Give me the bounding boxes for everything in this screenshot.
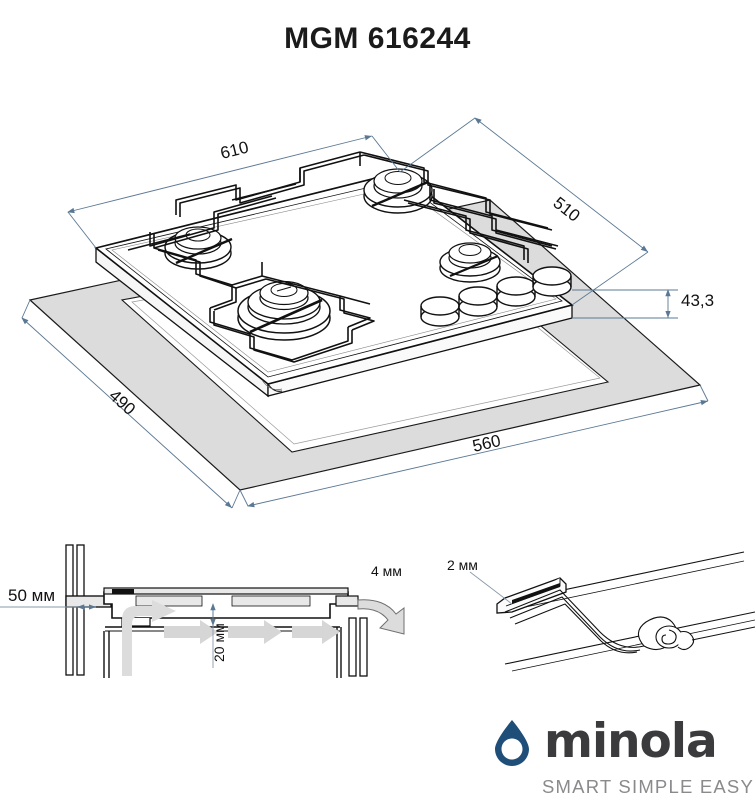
knob-1[interactable]: [420, 296, 460, 327]
brand-tagline: SMART SIMPLE EASY: [542, 776, 754, 797]
brand-logo: minola SMART SIMPLE EASY: [492, 714, 754, 800]
airflow-arrows: [122, 600, 340, 676]
water-drop-icon: [495, 720, 529, 766]
dim-label-50mm: 50 мм: [8, 586, 55, 605]
burner-right: [439, 242, 501, 283]
dim-label-4mm: 4 мм: [371, 563, 402, 579]
control-knobs[interactable]: [420, 266, 572, 327]
page-title: MGM 616244: [284, 22, 471, 55]
knob-3[interactable]: [496, 276, 536, 307]
dim-label-2mm: 2 мм: [447, 557, 478, 573]
main-view-group: 610 510 43,3 490 560: [21, 117, 714, 509]
dim-label-20mm: 20 мм: [211, 623, 227, 662]
knob-4[interactable]: [532, 266, 572, 297]
dim-label-610: 610: [218, 138, 250, 163]
detail-view-group: 2 мм: [447, 551, 755, 672]
burner-front-wok: [237, 280, 331, 341]
section-view-group: 50 мм 20 мм 4 мм: [0, 544, 405, 678]
knob-2[interactable]: [458, 286, 498, 317]
exit-arrow: [357, 599, 405, 635]
dimension-lines: [21, 117, 709, 509]
dim-label-43-3: 43,3: [681, 291, 714, 310]
brand-wordmark: minola: [544, 714, 718, 769]
